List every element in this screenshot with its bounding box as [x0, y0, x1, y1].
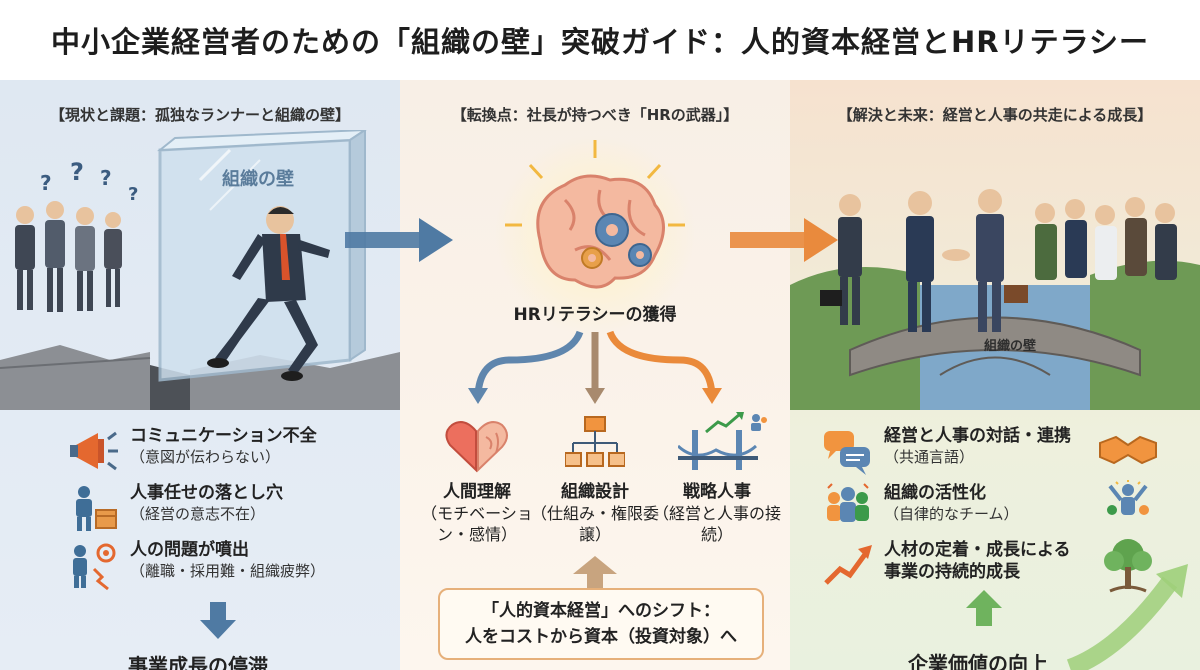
section-heading-middle: 【転換点：社長が持つべき「HRの武器」】	[451, 106, 739, 124]
panel-turning-point: 【転換点：社長が持つべき「HRの武器」】	[400, 80, 790, 670]
column-org-design: 組織設計 （仕組み・権限委譲）	[530, 482, 660, 545]
solution-sub: （自律的なチーム）	[884, 505, 1019, 523]
lonely-runner-scene: 組織の壁 ? ? ? ?	[0, 130, 400, 410]
column-title: 組織設計	[561, 482, 629, 502]
issue-sub: （離職・採用難・組織疲弊）	[130, 562, 326, 580]
solution-row-dialogue: 経営と人事の対話・連携 （共通言語）	[822, 425, 1071, 477]
solution-title: 組織の活性化	[884, 483, 986, 503]
hr-literacy-caption: HRリテラシーの獲得	[513, 305, 677, 325]
solution-title: 人材の定着・成長による	[884, 540, 1071, 560]
page-title: 中小企業経営者のための「組織の壁」突破ガイド：人的資本経営とHRリテラシー	[50, 25, 1150, 59]
onlookers	[15, 201, 122, 312]
up-arrow-green-icon	[966, 590, 1002, 626]
svg-text:?: ?	[100, 166, 112, 190]
megaphone-icon	[70, 431, 118, 471]
down-arrow-icon	[200, 602, 236, 639]
brain-scene	[495, 135, 695, 335]
bridge-growth-icon	[678, 412, 767, 470]
issue-title: 人事任せの落とし穴	[130, 483, 283, 503]
section-heading-left: 【現状と課題：孤独なランナーと組織の壁】	[49, 106, 350, 124]
transition-arrow-blue	[345, 218, 453, 262]
column-strategic-hr: 戦略人事 （経営と人事の接続）	[652, 482, 782, 545]
transition-arrow-orange	[730, 218, 838, 262]
issue-title: 人の問題が噴出	[130, 540, 249, 560]
heart-brain-icon	[445, 421, 508, 473]
solution-title-2: 事業の持続的成長	[884, 562, 1020, 582]
issue-title: コミュニケーション不全	[130, 426, 317, 446]
issue-row-people-problems: 人の問題が噴出 （離職・採用難・組織疲弊）	[68, 539, 325, 591]
svg-text:?: ?	[40, 171, 52, 195]
svg-text:?: ?	[128, 184, 138, 205]
brain-icon	[536, 174, 665, 289]
issue-row-communication: コミュニケーション不全 （意図が伝わらない）	[68, 425, 317, 477]
chat-icon	[824, 431, 870, 475]
up-arrow-icon	[573, 556, 617, 588]
title-bar: 中小企業経営者のための「組織の壁」突破ガイド：人的資本経営とHRリテラシー	[0, 0, 1200, 80]
shift-line-1: 「人的資本経営」へのシフト：	[482, 601, 720, 621]
column-human-understanding: 人間理解 （モチベーション・感情）	[412, 482, 542, 545]
solution-row-retention: 人材の定着・成長による 事業の持続的成長	[822, 539, 1071, 591]
section-heading-right: 【解決と未来：経営と人事の共走による成長】	[837, 106, 1153, 124]
shift-line-2: 人をコストから資本（投資対象）へ	[465, 627, 737, 647]
person-box-icon	[76, 486, 117, 531]
solution-row-activation: 組織の活性化 （自律的なチーム）	[822, 482, 1019, 534]
glass-wall	[156, 130, 367, 382]
rising-arrow-icon	[1066, 564, 1188, 670]
issue-sub: （意図が伝わらない）	[130, 448, 281, 466]
column-title: 戦略人事	[683, 482, 751, 502]
issue-row-hr-pitfall: 人事任せの落とし穴 （経営の意志不在）	[68, 482, 283, 534]
column-title: 人間理解	[443, 482, 511, 502]
right-conclusion: 企業価値の向上	[908, 652, 1048, 670]
handshake-icon	[1099, 435, 1157, 465]
growth-arrow-icon	[824, 545, 872, 585]
runner-figure	[207, 206, 330, 381]
capital-shift-box: 「人的資本経営」へのシフト： 人をコストから資本（投資対象）へ	[438, 588, 764, 660]
cheering-team-icon	[1107, 480, 1149, 515]
bridge-teamwork-scene: 組織の壁	[790, 189, 1200, 410]
wall-label: 組織の壁	[222, 168, 294, 190]
solution-sub: （共通言語）	[884, 448, 975, 466]
panel-current-issues: 【現状と課題：孤独なランナーと組織の壁】 組織の壁 ? ? ? ?	[0, 80, 400, 670]
stressed-people-icon	[73, 543, 116, 591]
column-sub: （モチベーション・感情）	[421, 504, 533, 544]
column-sub: （仕組み・権限委譲）	[530, 504, 659, 544]
panel-solution-future: 【解決と未来：経営と人事の共走による成長】 組織の壁	[790, 80, 1200, 670]
business-people	[820, 189, 1177, 332]
bridge-label: 組織の壁	[984, 338, 1036, 354]
svg-text:?: ?	[70, 158, 84, 186]
org-chart-icon	[565, 416, 625, 467]
solution-title: 経営と人事の対話・連携	[884, 426, 1071, 446]
column-sub: （経営と人事の接続）	[652, 504, 781, 544]
branch-arrows	[468, 330, 722, 404]
team-icon	[827, 483, 869, 522]
tree-icon	[1104, 539, 1152, 593]
issue-sub: （経営の意志不在）	[130, 505, 266, 523]
left-conclusion: 事業成長の停滞	[128, 654, 268, 670]
